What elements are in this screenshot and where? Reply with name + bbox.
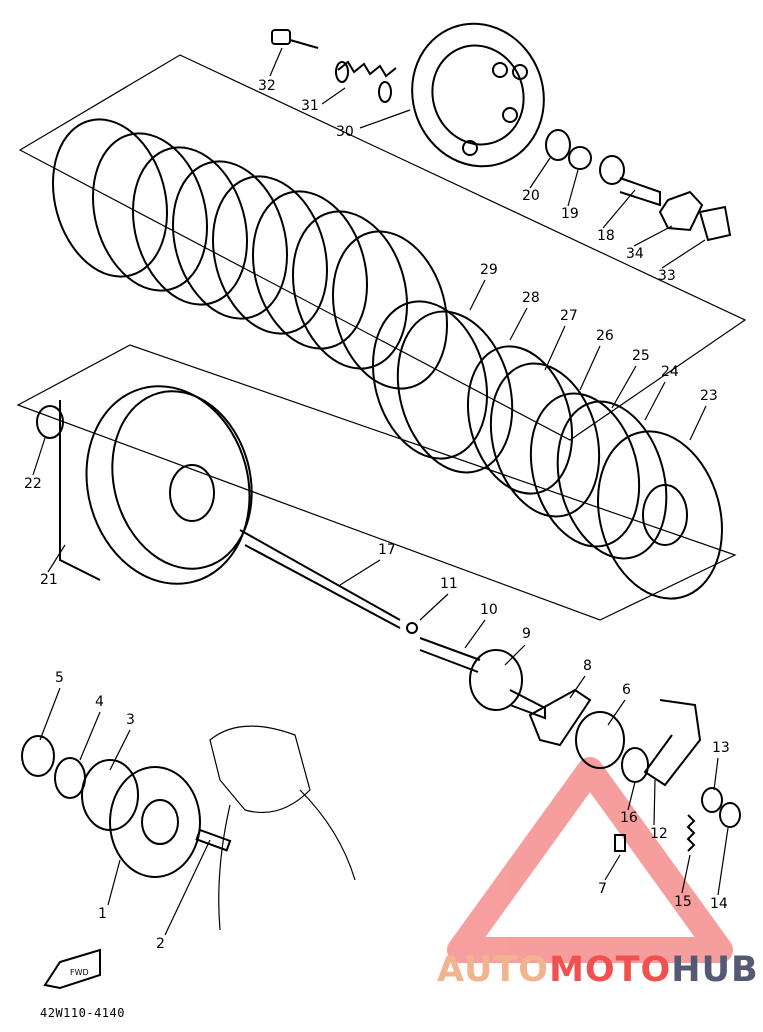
callout-27: 27: [560, 308, 578, 324]
callout-24: 24: [661, 364, 679, 380]
callout-8: 8: [583, 658, 592, 674]
return-spring: [686, 814, 696, 852]
watermark-brand: AUTOMOTOHUB: [437, 950, 759, 990]
watermark-moto: MOTO: [549, 950, 672, 990]
callout-1: 1: [98, 906, 107, 922]
catalog-code: 42W110-4140: [40, 1006, 125, 1020]
straight-key: [195, 828, 232, 852]
callout-labels: 1 2 3 4 5 6 7 8 9 10 11 12 13 14 15 16 1…: [24, 78, 730, 977]
callout-29: 29: [480, 262, 498, 278]
callout-2: 2: [156, 936, 165, 952]
callout-30: 30: [336, 124, 354, 140]
callout-19: 19: [561, 206, 579, 222]
callout-25: 25: [632, 348, 650, 364]
lock-plate: [528, 688, 592, 747]
fwd-arrow: [43, 948, 101, 990]
watermark-hub: HUB: [671, 950, 759, 990]
pull-lever-shaft: [469, 649, 546, 720]
callout-21: 21: [40, 572, 58, 588]
primary-driven-gear: [59, 385, 253, 585]
callout-13: 13: [712, 740, 730, 756]
callout-5: 5: [55, 670, 64, 686]
callout-6: 6: [622, 682, 631, 698]
washer: [701, 787, 723, 813]
push-rod-long: [239, 529, 401, 629]
push-rod-assembly: [545, 129, 732, 242]
ball: [406, 622, 418, 634]
callout-33: 33: [658, 268, 676, 284]
callout-18: 18: [597, 228, 615, 244]
nut: [719, 802, 741, 828]
callout-12: 12: [650, 826, 668, 842]
boss-group-box: [16, 344, 737, 621]
callout-9: 9: [522, 626, 531, 642]
bearing: [621, 747, 649, 783]
callout-11: 11: [440, 576, 458, 592]
callout-22: 22: [24, 476, 42, 492]
watermark-auto: AUTO: [437, 950, 550, 990]
leader-lines: [32, 47, 729, 936]
callout-31: 31: [301, 98, 319, 114]
primary-drive-gear: [21, 735, 201, 878]
callout-15: 15: [674, 894, 692, 910]
callout-17: 17: [378, 542, 396, 558]
push-rod-short: [419, 637, 481, 673]
pin: [614, 834, 626, 852]
callout-26: 26: [596, 328, 614, 344]
callout-7: 7: [598, 881, 607, 897]
push-lever: [643, 699, 702, 787]
callout-16: 16: [620, 810, 638, 826]
clutch-boss-assembly: [466, 345, 723, 600]
plate-group-box: [18, 54, 747, 441]
callout-23: 23: [700, 388, 718, 404]
friction-plate-stack: [51, 118, 514, 474]
callout-20: 20: [522, 188, 540, 204]
callout-28: 28: [522, 290, 540, 306]
crankshaft-outline: [209, 725, 356, 931]
callout-34: 34: [626, 246, 644, 262]
watermark-triangle-logo: [447, 757, 733, 963]
callout-3: 3: [126, 712, 135, 728]
fwd-label: FWD: [70, 968, 89, 977]
circlip: [36, 405, 64, 439]
clutch-spring: [335, 60, 397, 103]
callout-10: 10: [480, 602, 498, 618]
callout-4: 4: [95, 694, 104, 710]
clutch-bolt: [271, 29, 319, 49]
oil-seal: [575, 711, 625, 769]
callout-14: 14: [710, 896, 728, 912]
callout-32: 32: [258, 78, 276, 94]
pressure-plate: [411, 22, 545, 168]
